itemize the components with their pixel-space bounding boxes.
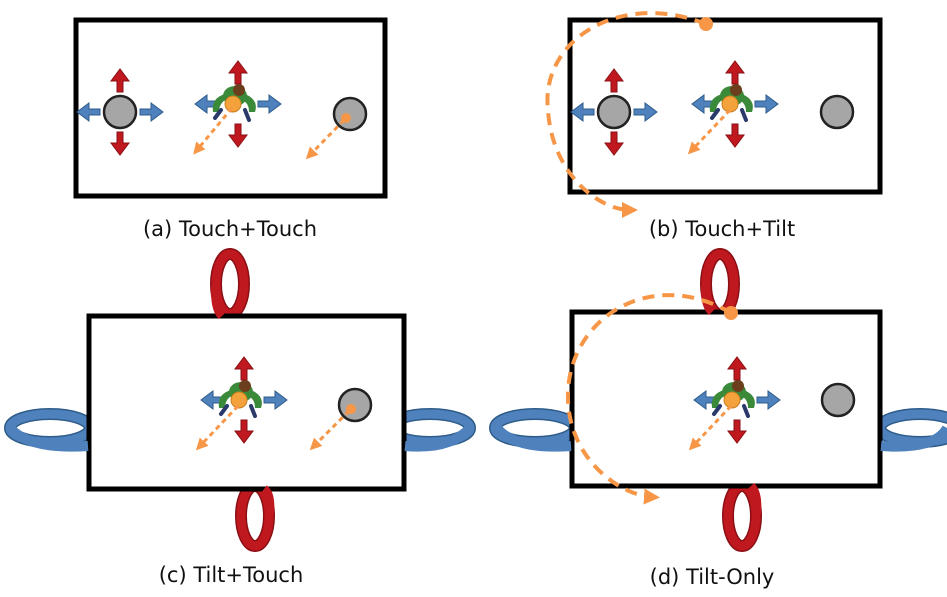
panel-d-left-tilt-front-icon <box>493 424 572 452</box>
panel-a-player-icon <box>210 82 258 122</box>
panel-c-pass-arrow-icon <box>195 404 240 451</box>
panel-d: (d) Tilt-Only <box>495 254 947 589</box>
panel-c-left-tilt-front-icon <box>6 424 89 452</box>
panel-a-frame <box>73 17 388 199</box>
panel-a-caption: (a) Touch+Touch <box>143 217 317 241</box>
panel-a: (a) Touch+Touch <box>73 17 388 241</box>
panel-c: (c) Tilt+Touch <box>10 254 470 587</box>
panel-b-grey-ball-icon <box>596 94 632 130</box>
panel-a-grey-ball-icon <box>102 94 138 130</box>
panel-c-caption: (c) Tilt+Touch <box>159 563 304 587</box>
panel-d-caption: (d) Tilt-Only <box>650 565 775 589</box>
panel-a-target-arrow-icon <box>305 118 346 160</box>
panel-d-right-tilt-front-icon <box>880 425 947 452</box>
panel-c-bottom-tilt-front-icon <box>260 485 275 517</box>
panel-b-trajectory-icon <box>545 11 707 218</box>
panel-b-target-ball-icon <box>819 94 855 130</box>
panel-c-right-tilt-front-icon <box>404 424 474 452</box>
panel-b: (b) Touch+Tilt <box>545 11 883 241</box>
panel-b-caption: (b) Touch+Tilt <box>649 217 795 241</box>
panel-a-pass-arrow-icon <box>193 107 234 155</box>
panel-d-trajectory-icon <box>565 293 733 505</box>
panel-b-frame <box>567 17 883 195</box>
panel-b-player-icon <box>707 82 755 122</box>
panel-d-bottom-tilt-front-icon <box>747 483 762 517</box>
panel-b-pass-arrow-icon <box>687 108 732 155</box>
panel-d-target-ball-icon <box>820 382 856 418</box>
panel-c-top-tilt-front-icon <box>211 283 226 320</box>
panel-a-target-ball-icon <box>332 96 368 132</box>
panel-d-pass-arrow-icon <box>688 404 733 451</box>
panel-c-target-ball-icon <box>337 387 373 423</box>
